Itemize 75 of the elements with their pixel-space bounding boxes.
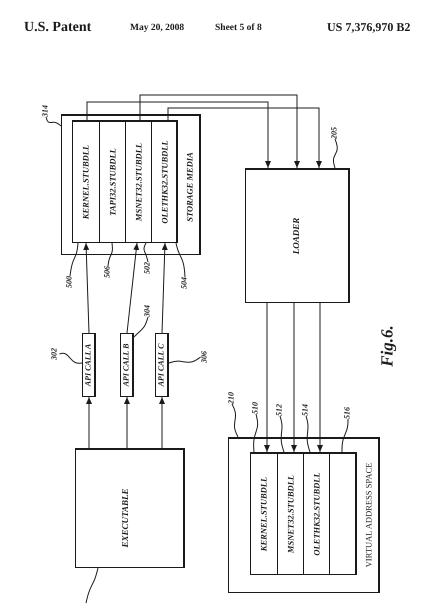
process-box bbox=[245, 168, 350, 303]
leader-line bbox=[332, 138, 338, 168]
callout-number: 502 bbox=[144, 262, 152, 274]
arrow bbox=[83, 242, 90, 334]
callout-number: 500 bbox=[66, 276, 74, 288]
leader-line bbox=[86, 568, 98, 604]
leader-line bbox=[134, 316, 148, 338]
node-label: STORAGE MEDIA bbox=[185, 152, 195, 222]
container-box bbox=[228, 437, 380, 593]
node-label: MSNET32.STUBDLL bbox=[134, 142, 144, 221]
leader-line bbox=[58, 352, 82, 364]
callout-number: 514 bbox=[302, 404, 310, 416]
arrow bbox=[124, 396, 130, 448]
callout-number: 506 bbox=[104, 266, 112, 278]
leader-line bbox=[232, 404, 238, 438]
stack-slot bbox=[72, 120, 100, 243]
arrow bbox=[162, 242, 168, 334]
leader-line bbox=[342, 418, 348, 452]
node-label: EXECUTABLE bbox=[121, 488, 131, 548]
patent-number: US 7,376,970 B2 bbox=[327, 21, 410, 34]
arrow bbox=[86, 396, 92, 448]
leader-line bbox=[280, 416, 284, 452]
sheet-number: Sheet 5 of 8 bbox=[215, 23, 262, 34]
node-label: KERNEL.STUBDLL bbox=[81, 144, 91, 219]
call-box bbox=[120, 333, 134, 397]
node-label: API CALL C bbox=[158, 344, 166, 386]
arrow bbox=[291, 302, 297, 452]
process-box bbox=[75, 448, 185, 568]
node-label: LOADER bbox=[292, 218, 302, 254]
leader-line bbox=[70, 242, 78, 276]
callout-number: 304 bbox=[144, 305, 152, 317]
leader-line bbox=[253, 414, 258, 452]
callout-number: 314 bbox=[42, 105, 50, 117]
arrow bbox=[168, 108, 322, 168]
arrow bbox=[317, 302, 323, 452]
leader-line bbox=[176, 242, 186, 278]
node-label: TAPI32.STUBDLL bbox=[108, 148, 118, 216]
arrow bbox=[126, 242, 140, 334]
date-text: May 20, 2008 bbox=[130, 23, 184, 34]
callout-number: 210 bbox=[228, 392, 236, 404]
call-box bbox=[155, 333, 169, 397]
stack-slot bbox=[329, 452, 357, 575]
arrow bbox=[140, 94, 300, 168]
stack-slot bbox=[125, 120, 152, 243]
leader-line bbox=[168, 356, 202, 364]
callout-number: 516 bbox=[344, 407, 352, 419]
call-box bbox=[82, 333, 96, 397]
stack-slot bbox=[303, 452, 330, 575]
callout-number: 510 bbox=[252, 402, 260, 414]
node-label: OLETHK32.STUBDLL bbox=[312, 472, 322, 556]
node-label: OLETHK32.STUBDLL bbox=[160, 140, 170, 224]
node-label: API CALL B bbox=[122, 344, 132, 386]
stack-slot bbox=[99, 120, 126, 243]
leader-line bbox=[144, 242, 148, 262]
leader-line bbox=[108, 242, 113, 266]
callout-number: 504 bbox=[180, 277, 190, 289]
node-label: API CALL A bbox=[84, 344, 94, 386]
node-label: VIRTUAL ADDRESS SPACE bbox=[364, 462, 374, 568]
stack-slot bbox=[151, 120, 178, 243]
arrow bbox=[159, 396, 165, 448]
leader-line bbox=[306, 416, 310, 452]
leader-line bbox=[46, 116, 62, 126]
header-text: U.S. Patent bbox=[24, 20, 92, 36]
callout-number: 512 bbox=[276, 404, 284, 416]
container-box bbox=[61, 114, 201, 255]
arrow bbox=[264, 302, 270, 452]
node-label: MSNET32.STUBDLL bbox=[286, 474, 296, 553]
stack-slot bbox=[277, 452, 304, 575]
stack-slot bbox=[250, 452, 278, 575]
callout-number: 302 bbox=[50, 348, 60, 360]
callout-number: 205 bbox=[330, 127, 340, 139]
arrow bbox=[86, 102, 271, 168]
node-label: KERNEL.STUBDLL bbox=[259, 476, 269, 551]
callout-number: 306 bbox=[200, 351, 210, 363]
figure-label: Fig.6. bbox=[378, 325, 398, 367]
